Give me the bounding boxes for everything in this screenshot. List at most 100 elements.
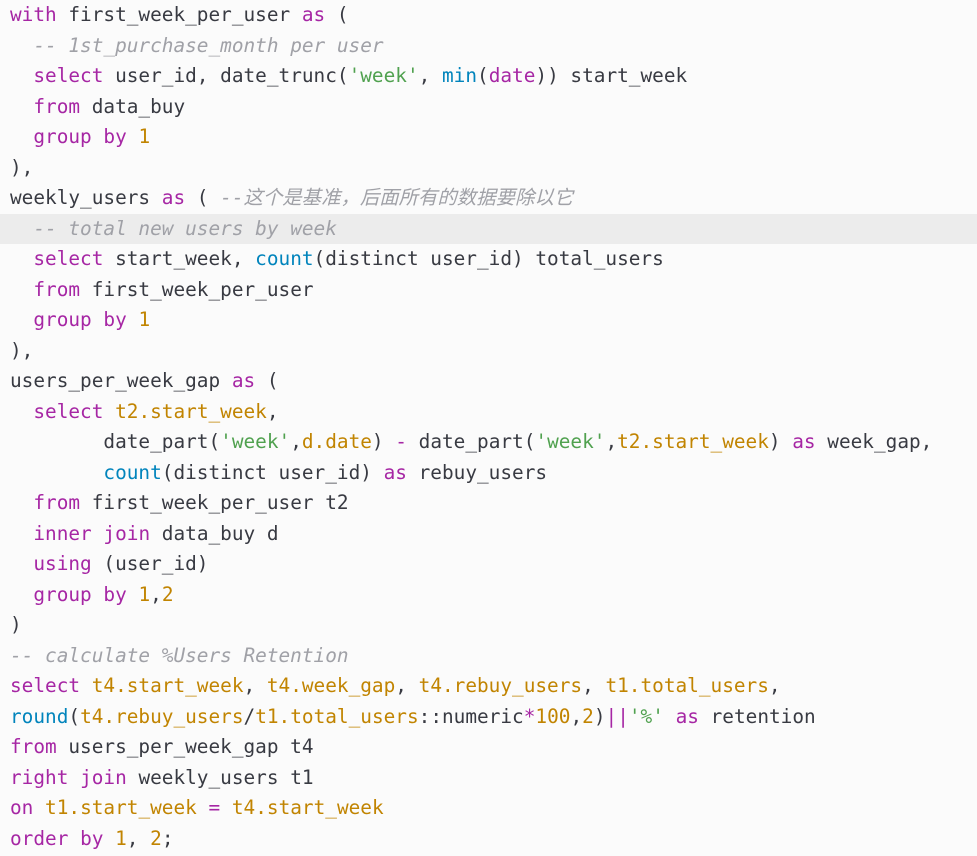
keyword-token: on [10,796,34,819]
code-text: ( [325,3,349,26]
code-text: , [266,399,279,423]
keyword-token: by [103,582,127,606]
keyword-token: right [10,765,69,789]
code-text: date_part( [10,430,221,453]
code-line[interactable]: weekly_users as ( --这个是基准，后面所有的数据要除以它 [0,183,977,214]
code-text [92,522,104,545]
code-text [197,796,209,819]
code-text: ( [477,64,489,87]
field-token: t4.week_gap [266,674,396,697]
comment-token: -- 1st_purchase_month per user [33,33,384,57]
keyword-token: from [33,94,81,118]
keyword-token: by [103,308,127,331]
code-text: , [150,582,162,606]
function-token: count [103,460,162,484]
code-line[interactable]: -- 1st_purchase_month per user [0,31,977,62]
code-text [103,400,115,423]
keyword-token: date [488,64,536,87]
keyword-token: order [10,826,69,850]
code-line[interactable]: round(t4.rebuy_users/t1.total_users::num… [0,702,977,733]
code-text: ( [68,704,81,728]
code-text: (user_id) [91,552,209,575]
operator-token: - [395,430,407,453]
code-line[interactable]: with first_week_per_user as ( [0,0,977,31]
code-text: ) [593,704,606,728]
code-text [10,278,33,301]
keyword-token: from [33,491,81,514]
code-line[interactable]: from data_buy [0,92,977,123]
code-line[interactable]: inner join data_buy d [0,519,977,550]
code-line[interactable]: count(distinct user_id) as rebuy_users [0,458,977,489]
code-line[interactable]: from first_week_per_user t2 [0,488,977,519]
field-token: t1.start_week [45,796,197,819]
field-token: t1.total_users [605,674,769,697]
code-text [92,583,104,606]
number-token: 2 [161,582,174,606]
code-line[interactable]: users_per_week_gap as ( [0,366,977,397]
code-text [10,552,33,575]
code-text: / [243,704,256,728]
code-text [33,796,45,819]
string-token: '%' [628,704,664,728]
code-line[interactable]: right join weekly_users t1 [0,763,977,794]
code-line[interactable]: select t2.start_week, [0,397,977,428]
operator-token: * [523,704,536,728]
keyword-token: group [33,582,92,606]
code-text: ), [10,155,34,179]
code-text [10,308,33,331]
code-line-active[interactable]: -- total new users by week [0,213,977,244]
code-line[interactable]: group by 1,2 [0,580,977,611]
code-line[interactable]: select t4.start_week, t4.week_gap, t4.re… [0,671,977,702]
code-line[interactable]: select user_id, date_trunc('week', min(d… [0,61,977,92]
keyword-token: from [10,735,57,758]
code-text [664,705,676,728]
code-line[interactable]: -- calculate %Users Retention [0,641,977,672]
code-line[interactable]: group by 1 [0,305,977,336]
code-text [80,674,92,697]
code-text: weekly_users [10,186,162,209]
code-text: , [768,674,781,697]
code-text: , [395,674,419,697]
keyword-token: using [33,552,92,575]
code-text: ), [10,338,34,362]
field-token: t4.start_week [91,674,244,697]
code-line[interactable]: group by 1 [0,122,977,153]
code-line[interactable]: from users_per_week_gap t4 [0,732,977,763]
code-text: retention [698,704,816,728]
field-token: d.date [301,430,372,453]
number-token: 1 [138,582,151,606]
code-line[interactable]: on t1.start_week = t4.start_week [0,793,977,824]
keyword-token: join [103,521,151,545]
code-line[interactable]: ), [0,336,977,367]
keyword-token: select [33,64,104,87]
code-line[interactable]: date_part('week',d.date) - date_part('we… [0,427,977,458]
code-text: ) [10,613,22,636]
string-token: 'week' [535,430,606,453]
function-token: min [441,64,478,87]
code-text [10,491,33,514]
comment-token: -- total new users by week [33,216,337,240]
code-text: , [126,826,151,850]
code-line[interactable]: using (user_id) [0,549,977,580]
keyword-token: by [103,125,127,148]
code-line[interactable]: from first_week_per_user [0,275,977,306]
string-token: 'week' [220,430,291,453]
code-line[interactable]: ) [0,610,977,641]
function-token: round [10,704,69,728]
code-text: , [418,64,442,87]
field-token: t2.start_week [115,399,267,423]
keyword-token: as [161,186,186,209]
keyword-token: inner [33,521,92,545]
code-text [92,308,104,331]
code-text: ; [161,826,174,850]
code-text: ) [371,430,396,453]
comment-token: -- calculate %Users Retention [10,643,349,667]
code-text [10,217,33,240]
code-line[interactable]: order by 1, 2; [0,824,977,855]
code-line[interactable]: ), [0,153,977,184]
code-text: ) [768,430,793,453]
number-token: 1 [138,125,151,148]
code-line[interactable]: select start_week, count(distinct user_i… [0,244,977,275]
code-text: user_id, date_trunc( [103,64,349,87]
